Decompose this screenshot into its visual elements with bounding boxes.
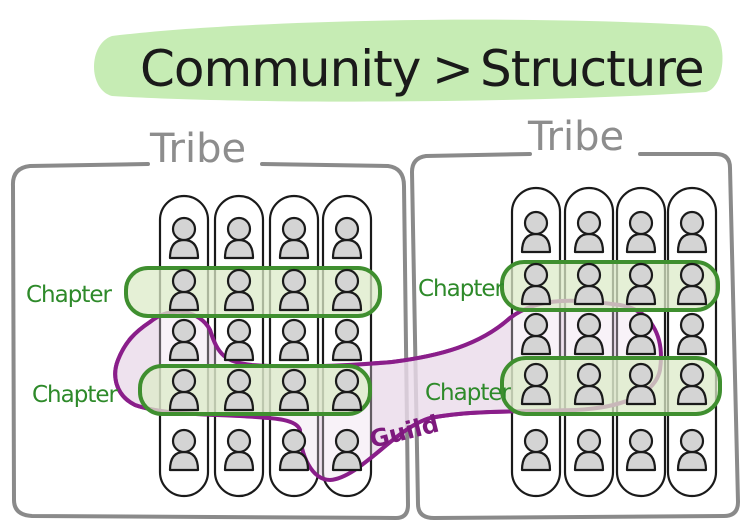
tribe-label-left: Tribe (149, 126, 246, 172)
person-icon (168, 268, 200, 312)
chapter-label: Chapter (26, 282, 112, 308)
person-icon (520, 210, 552, 254)
person-icon (278, 428, 310, 472)
person-icon (573, 210, 605, 254)
person-icon (278, 318, 310, 362)
chapter-label: Chapter (32, 382, 118, 408)
chapter-band (500, 356, 722, 416)
person-icon (676, 428, 708, 472)
person-icon (331, 268, 363, 312)
person-icon (520, 312, 552, 356)
title-community: Community (140, 40, 421, 98)
person-icon (223, 368, 255, 412)
person-icon (331, 216, 363, 260)
people (168, 210, 708, 472)
chapter-label: Chapter (425, 380, 511, 406)
person-icon (278, 216, 310, 260)
title-structure: Structure (480, 40, 704, 98)
tribe-frame-left (10, 162, 411, 521)
title-separator: > (432, 40, 473, 98)
person-icon (168, 216, 200, 260)
person-icon (168, 368, 200, 412)
person-icon (676, 210, 708, 254)
chapter-label: Chapter (418, 276, 504, 302)
page-title: Community > Structure (140, 40, 705, 98)
person-icon (223, 428, 255, 472)
person-icon (625, 262, 657, 306)
person-icon (573, 428, 605, 472)
person-icon (331, 318, 363, 362)
person-icon (520, 262, 552, 306)
person-icon (573, 312, 605, 356)
person-icon (168, 318, 200, 362)
person-icon (520, 362, 552, 406)
person-icon (573, 262, 605, 306)
chapter-band (500, 260, 720, 312)
person-icon (331, 428, 363, 472)
person-icon (223, 216, 255, 260)
person-icon (278, 368, 310, 412)
person-icon (573, 362, 605, 406)
person-icon (168, 428, 200, 472)
title-highlight (94, 19, 723, 102)
tribe-frame-right (409, 152, 741, 521)
person-icon (223, 318, 255, 362)
person-icon (676, 312, 708, 356)
person-icon (331, 368, 363, 412)
person-icon (676, 362, 708, 406)
person-icon (520, 428, 552, 472)
person-icon (625, 362, 657, 406)
person-icon (676, 262, 708, 306)
person-icon (278, 268, 310, 312)
person-icon (223, 268, 255, 312)
person-icon (625, 428, 657, 472)
person-icon (625, 210, 657, 254)
tribe-label-right: Tribe (527, 114, 624, 160)
person-icon (625, 312, 657, 356)
